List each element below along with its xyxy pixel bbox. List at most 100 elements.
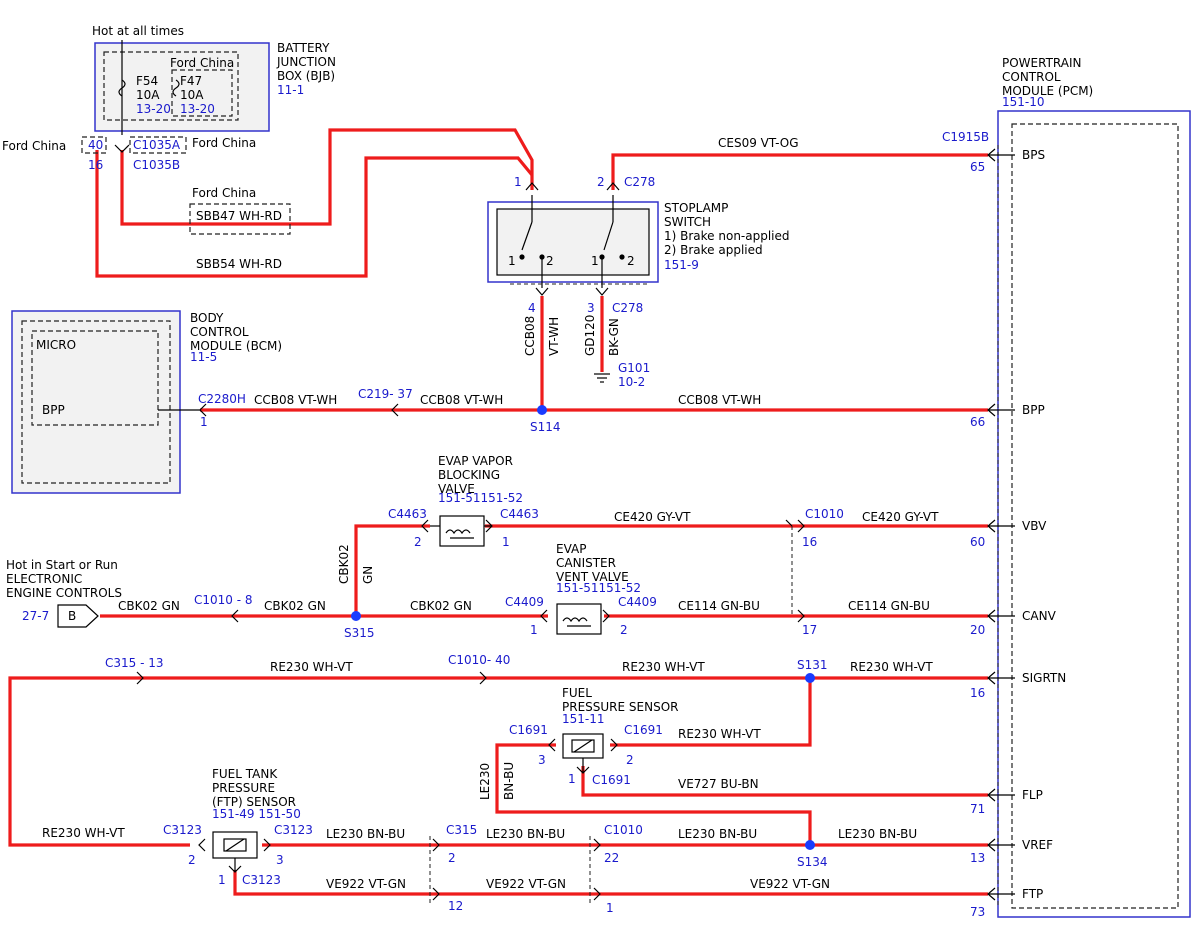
chevron-icon: [525, 182, 539, 191]
le230-label-2: LE230 BN-BU: [486, 827, 565, 841]
ground-icon: [594, 373, 610, 383]
le230-vertical-label: LE230: [478, 763, 492, 800]
stoplamp-pin4: 4: [528, 301, 536, 315]
sbb47-label: SBB47 WH-RD: [196, 209, 282, 223]
pin-40-box: [81, 136, 107, 154]
chevron-icon: [535, 287, 549, 296]
ftp-ref: 151-49 151-50: [212, 807, 301, 821]
pin-71: 71: [970, 802, 985, 816]
pcm-title-3: MODULE (PCM): [1002, 84, 1093, 98]
c4409-left: C4409: [505, 595, 544, 609]
sbb47-box: [189, 203, 291, 235]
s134-label: S134: [797, 855, 828, 869]
gn-vertical-label: GN: [361, 566, 375, 584]
c1010-40-label: C1010- 40: [448, 653, 510, 667]
ftp-title-1: FUEL TANK: [212, 767, 278, 781]
pin-73: 73: [970, 905, 985, 919]
ce114-label-1: CE114 GN-BU: [678, 599, 760, 613]
bcm-ref: 11-5: [190, 350, 217, 364]
pcm-pin-sigrtn: SIGRTN: [1022, 671, 1066, 685]
chevron-icon: [797, 519, 805, 533]
bcm-box: [11, 310, 181, 494]
wire-le230-fps: [495, 743, 812, 845]
s315-label: S315: [344, 626, 375, 640]
c4463-left: C4463: [388, 507, 427, 521]
stoplamp-switch-contacts: [510, 195, 650, 288]
hot-start-run-label: Hot in Start or Run: [6, 558, 118, 572]
le230-label-1: LE230 BN-BU: [326, 827, 405, 841]
re230-label-4: RE230 WH-VT: [42, 826, 125, 840]
ccb08-wire-label-2: CCB08 VT-WH: [420, 393, 503, 407]
connector-b-label: B: [68, 609, 76, 623]
re230-fps-label: RE230 WH-VT: [678, 727, 761, 741]
ccb08-wire-label-3: CCB08 VT-WH: [678, 393, 761, 407]
hot-at-all-times-label: Hot at all times: [92, 24, 184, 38]
ce114-label-2: CE114 GN-BU: [848, 599, 930, 613]
pcm-inner: [1011, 123, 1179, 909]
c315-13-label: C315 - 13: [105, 656, 164, 670]
stoplamp-pin2-in: 2: [597, 175, 605, 189]
pin-16-sigrtn: 16: [970, 686, 985, 700]
bcm-title-3: MODULE (BCM): [190, 339, 282, 353]
ces09-label: CES09 VT-OG: [718, 136, 799, 150]
cbk02-label-3: CBK02 GN: [410, 599, 472, 613]
wire-re230-fps: [610, 678, 812, 747]
switch-contact-1b: 1: [591, 254, 599, 268]
wire-ces09: [611, 153, 988, 190]
chevron-icon: [231, 609, 239, 623]
pcm-pin-leads: [988, 154, 1015, 895]
evap-cv-title-3: VENT VALVE: [556, 570, 629, 584]
chevron-icon: [114, 144, 130, 153]
ftp-pin1: 1: [218, 873, 226, 887]
chevron-icon: [797, 609, 805, 623]
vtwh-vertical-label: VT-WH: [547, 317, 561, 356]
bkgn-vertical-label: BK-GN: [607, 318, 621, 356]
evap-vb-ref: 151-51151-52: [438, 491, 523, 505]
bjb-ford-china: Ford China: [170, 56, 234, 70]
stoplamp-title-2: SWITCH: [664, 215, 711, 229]
chevron-icon: [391, 403, 399, 417]
fuse1-ref: 13-20: [136, 102, 171, 116]
wire-ve727: [581, 766, 988, 797]
fuse-f47-region: [171, 69, 233, 117]
pin-60: 60: [970, 535, 985, 549]
c3123-bottom: C3123: [242, 873, 281, 887]
connector-b-icon: [57, 604, 99, 628]
bcm-title-2: CONTROL: [190, 325, 249, 339]
cbk02-label-1: CBK02 GN: [118, 599, 180, 613]
le230-label-4: LE230 BN-BU: [838, 827, 917, 841]
re230-label-2: RE230 WH-VT: [622, 660, 705, 674]
ce420-label-1: CE420 GY-VT: [614, 510, 691, 524]
evap-vb-pin1: 1: [502, 535, 510, 549]
evap-canister-vent-valve-icon: [556, 603, 602, 635]
chevron-icon: [595, 287, 609, 296]
fuse1-amp: 10A: [136, 88, 160, 102]
pcm-ref: 151-10: [1002, 95, 1045, 109]
wire-sbb47: [120, 128, 534, 226]
pin-66: 66: [970, 415, 985, 429]
pin-40: 40: [88, 138, 103, 152]
stoplamp-switch-inner: [496, 208, 650, 276]
pcm-pin-bpp: BPP: [1022, 403, 1045, 417]
re230-label-3: RE230 WH-VT: [850, 660, 933, 674]
ve922-label-1: VE922 VT-GN: [326, 877, 406, 891]
sbb54-label: SBB54 WH-RD: [196, 257, 282, 271]
bcm-micro: [31, 330, 159, 426]
evap-cv-pin1: 1: [530, 623, 538, 637]
c1010-label: C1010: [805, 507, 844, 521]
switch-contact-2b: 2: [627, 254, 635, 268]
le230-label-3: LE230 BN-BU: [678, 827, 757, 841]
eec-label-1: ELECTRONIC: [6, 572, 82, 586]
pin-22: 22: [604, 851, 619, 865]
bjb-title-2: JUNCTION: [276, 55, 336, 69]
wire-sbb54: [95, 150, 534, 278]
pin-1-ftp-c1010: 1: [606, 901, 614, 915]
bcm-bpp-label: BPP: [42, 403, 65, 417]
c315-pin2: 2: [448, 851, 456, 865]
pin-17: 17: [802, 623, 817, 637]
fuse-f47-icon: [172, 79, 180, 97]
bjb-ford-china-region: [103, 51, 239, 121]
wire-cbk02-to-vbv: [354, 524, 430, 616]
fuse-f54-icon: [118, 79, 126, 97]
